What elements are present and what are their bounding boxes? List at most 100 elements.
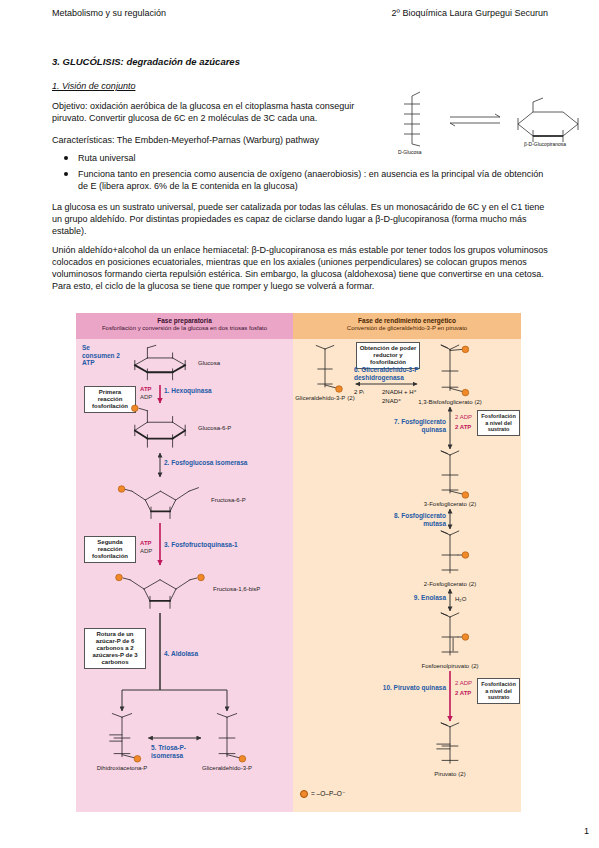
text-flow: 3. GLUCÓLISIS: degradación de azúcares 1.… [52, 56, 548, 292]
callout-box: Obtención de poder reductor y fosforilac… [356, 342, 420, 369]
enzyme-label: 3. Fosfofructoquinasa-1 [164, 541, 274, 549]
molecule-name-group: Gliceraldehído-3-P(2) [295, 395, 354, 402]
text-label: 2º Bioquímica Laura Gurpegui Securun [300, 8, 548, 19]
bullet-dot [64, 156, 68, 160]
molecule-name-group: Glucosa [198, 360, 220, 367]
enzyme-label: 1. Hexoquinasa [164, 387, 244, 395]
enzyme-label: 2. Fosfoglucosa isomerasa [164, 459, 274, 467]
molecule-count: (2) [469, 581, 476, 587]
molecule: Fructosa-1,6-bisP [110, 566, 260, 612]
molecule: 3-Fosfoglicerato(2) [424, 450, 476, 508]
legend-item: = –O–P–O⁻ [300, 790, 345, 798]
bullet-text: Ruta universal [78, 152, 548, 164]
text-label: ATP [140, 540, 152, 547]
molecule-name: Glucosa [198, 360, 220, 367]
molecule: Dihidroxiacetona-P [97, 712, 148, 772]
callout-box: Rotura de un azúcar-P de 6 carbonos a 2 … [84, 628, 146, 669]
reaction-arrow [160, 453, 161, 477]
paragraph: La glucosa es un sustrato universal, pue… [52, 201, 548, 237]
phase-panel: Fase de rendimiento energéticoConversión… [293, 313, 521, 812]
text-label: 2 Pᵢ [354, 389, 364, 396]
callout-text: Obtención de poder reductor y fosforilac… [359, 345, 417, 366]
molecule-name: Fosfoenolpiruvato [421, 663, 469, 669]
text-label: D-Glucosa [398, 149, 422, 155]
reaction-arrow [159, 385, 161, 403]
legend-text: = –O–P–O⁻ [311, 790, 345, 798]
molecule-name-group: Fosfoenolpiruvato(2) [421, 663, 478, 670]
reaction-arrow [450, 589, 451, 611]
enzyme-label: 6. Gliceraldehído-3-P deshidrogenasa [354, 366, 420, 381]
text-label: 2 ADP [455, 680, 472, 687]
molecule-structure [125, 404, 195, 452]
panel-heading: Fase de rendimiento energético [299, 317, 515, 325]
molecule-structure [125, 342, 195, 384]
panel-subheading: Conversión de gliceraldehído-3-P en piru… [299, 325, 515, 333]
molecule: 2-Fosfoglicerato(2) [424, 530, 476, 588]
molecule-name-group: Fructosa-6-P [211, 497, 246, 504]
callout-box: Fosforilación a nivel del sustrato [477, 410, 520, 436]
callout-box: Primera reacción fosforilación [84, 386, 136, 413]
text-label: Se consumen 2 ATP [82, 344, 122, 367]
molecule-count: (2) [471, 663, 478, 669]
molecule-name-group: Gliceraldehído-3-P [202, 765, 252, 772]
molecule-structure [428, 344, 472, 398]
reaction-arrow [159, 523, 161, 565]
molecule-name: Dihidroxiacetona-P [97, 765, 148, 771]
reaction-arrow [450, 509, 451, 529]
page-title: 3. GLUCÓLISIS: degradación de azúcares [52, 56, 548, 68]
molecule-count: (2) [458, 771, 465, 777]
molecule-name-group: 3-Fosfoglicerato(2) [424, 501, 476, 508]
molecule-structure [428, 722, 472, 770]
reaction-arrow [160, 613, 227, 711]
molecule-structure [428, 612, 472, 662]
callout-text: Fosforilación a nivel del sustrato [480, 681, 517, 701]
paragraph: Objetivo: oxidación aeróbica de la gluco… [52, 100, 387, 124]
molecule-name: Gliceraldehído-3-P [202, 765, 252, 771]
bullet-dot [64, 172, 68, 176]
molecule-structure [428, 450, 472, 500]
bullet-text: Funciona tanto en presencia como ausenci… [78, 168, 548, 192]
text-label: β-D-Glucopiranosa [524, 141, 566, 147]
text-label: ADP [140, 394, 152, 401]
molecule-count: (2) [347, 395, 354, 401]
molecule: Fosfoenolpiruvato(2) [421, 612, 478, 670]
paragraph: Unión aldehído+alcohol da un enlace hemi… [52, 244, 548, 292]
molecule: Gliceraldehído-3-P(2) [295, 344, 354, 402]
molecule-name: Fructosa-6-P [211, 497, 246, 504]
molecule-name: 2-Fosfoglicerato [424, 581, 467, 587]
molecule-name-group: Dihidroxiacetona-P [97, 765, 148, 772]
reaction-arrow [122, 613, 160, 711]
molecule: Glucosa [125, 342, 220, 384]
molecule: Piruvato(2) [428, 722, 472, 778]
reaction-arrow [356, 384, 417, 385]
text-label: 2 ATP [455, 424, 471, 431]
molecule-name: Fructosa-1,6-bisP [213, 586, 260, 593]
callout-text: Primera reacción fosforilación [87, 389, 133, 410]
enzyme-label: 8. Fosfoglicerato mutasa [374, 512, 446, 527]
molecule-name: 3-Fosfoglicerato [424, 501, 467, 507]
molecule-structure [305, 344, 345, 394]
molecule-count: (2) [469, 501, 476, 507]
enzyme-label: 5. Triosa-P- isomerasa [151, 744, 199, 759]
molecule-name-group: Piruvato(2) [434, 771, 465, 778]
text-label: 2NAD⁺ [382, 398, 401, 405]
enzyme-label: 9. Enolasa [374, 594, 446, 602]
callout-box: Fosforilación a nivel del sustrato [477, 678, 520, 704]
molecule-name-group: Fructosa-1,6-bisP [213, 586, 260, 593]
molecule-structure [113, 478, 208, 522]
enzyme-label: 7. Fosfoglicerato quinasa [374, 418, 446, 433]
reaction-arrow [449, 671, 451, 721]
text-label: 1 [584, 826, 589, 837]
reaction-arrow [148, 738, 201, 739]
molecule-name: 1,3-Bisfosfoglicerato [418, 399, 472, 405]
reaction-arrow [450, 407, 451, 449]
callout-text: Segunda reacción fosforilación [87, 539, 133, 560]
paragraph: 1. Visión de conjunto [52, 80, 548, 92]
molecule: 1,3-Bisfosfoglicerato(2) [418, 344, 482, 406]
paragraph: Características: The Embden-Meyerhof-Par… [52, 134, 548, 146]
panel-subheading: Fosforilación y conversión de la glucosa… [82, 325, 287, 333]
molecule-name-group: 1,3-Bisfosfoglicerato(2) [418, 399, 482, 406]
text-label: ADP [140, 548, 152, 555]
molecule-name-group: 2-Fosfoglicerato(2) [424, 581, 476, 588]
